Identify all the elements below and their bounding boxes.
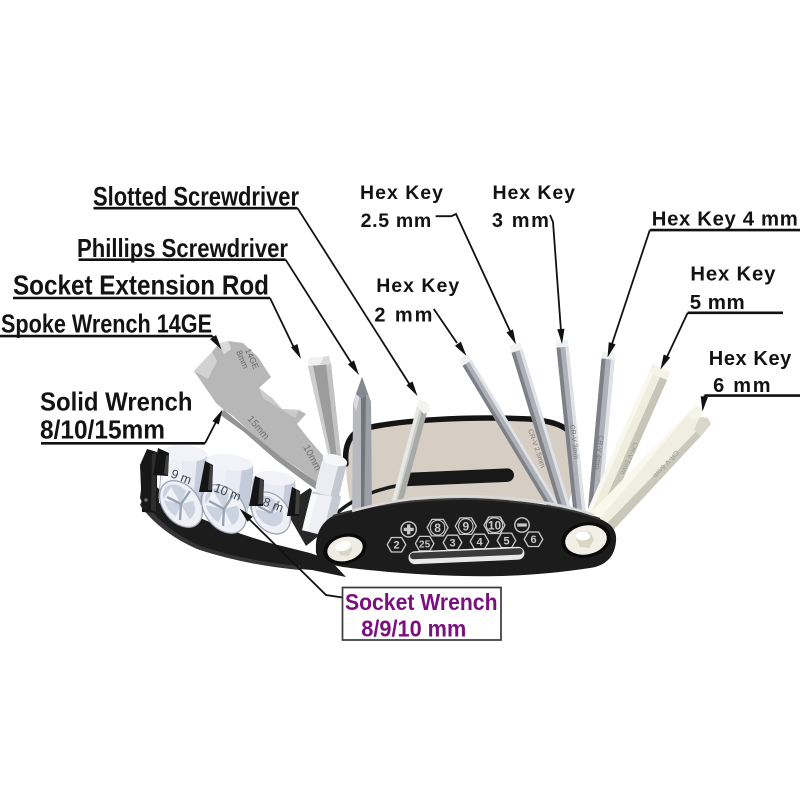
svg-text:Socket Wrench: Socket Wrench xyxy=(345,589,498,615)
svg-text:8/9/10 mm: 8/9/10 mm xyxy=(361,615,466,641)
svg-text:9 m: 9 m xyxy=(169,467,193,488)
svg-text:6 mm: 6 mm xyxy=(713,375,771,397)
svg-text:Hex Key 4 mm: Hex Key 4 mm xyxy=(652,208,798,230)
svg-text:Phillips Screwdriver: Phillips Screwdriver xyxy=(77,233,288,263)
svg-text:3 mm: 3 mm xyxy=(492,210,549,232)
svg-text:6: 6 xyxy=(530,534,536,546)
svg-text:Hex Key: Hex Key xyxy=(493,182,576,204)
svg-text:Hex Key: Hex Key xyxy=(376,275,459,297)
svg-text:Slotted Screwdriver: Slotted Screwdriver xyxy=(93,182,299,212)
svg-text:2: 2 xyxy=(393,540,399,552)
svg-text:Hex Key: Hex Key xyxy=(690,264,776,286)
svg-text:3: 3 xyxy=(449,537,455,549)
svg-text:2.5 mm: 2.5 mm xyxy=(361,210,432,232)
svg-text:CR-V 3mm: CR-V 3mm xyxy=(568,424,579,459)
svg-text:CR-V 4mm: CR-V 4mm xyxy=(593,435,604,470)
svg-text:9: 9 xyxy=(462,520,469,534)
svg-text:Hex Key: Hex Key xyxy=(360,182,443,204)
svg-text:8: 8 xyxy=(434,521,441,535)
svg-text:5 mm: 5 mm xyxy=(690,291,745,314)
svg-text:2 mm: 2 mm xyxy=(374,305,432,327)
svg-text:5: 5 xyxy=(503,535,509,547)
svg-text:Socket Extension Rod: Socket Extension Rod xyxy=(13,269,269,300)
svg-text:25: 25 xyxy=(419,540,431,551)
svg-text:Spoke Wrench 14GE: Spoke Wrench 14GE xyxy=(1,309,212,339)
svg-text:10: 10 xyxy=(488,519,502,533)
svg-text:4: 4 xyxy=(476,536,483,548)
svg-text:8/10/15mm: 8/10/15mm xyxy=(40,417,165,445)
svg-text:Solid Wrench: Solid Wrench xyxy=(40,386,193,416)
svg-text:Hex Key: Hex Key xyxy=(709,348,792,370)
svg-text:8 m: 8 m xyxy=(261,495,285,516)
